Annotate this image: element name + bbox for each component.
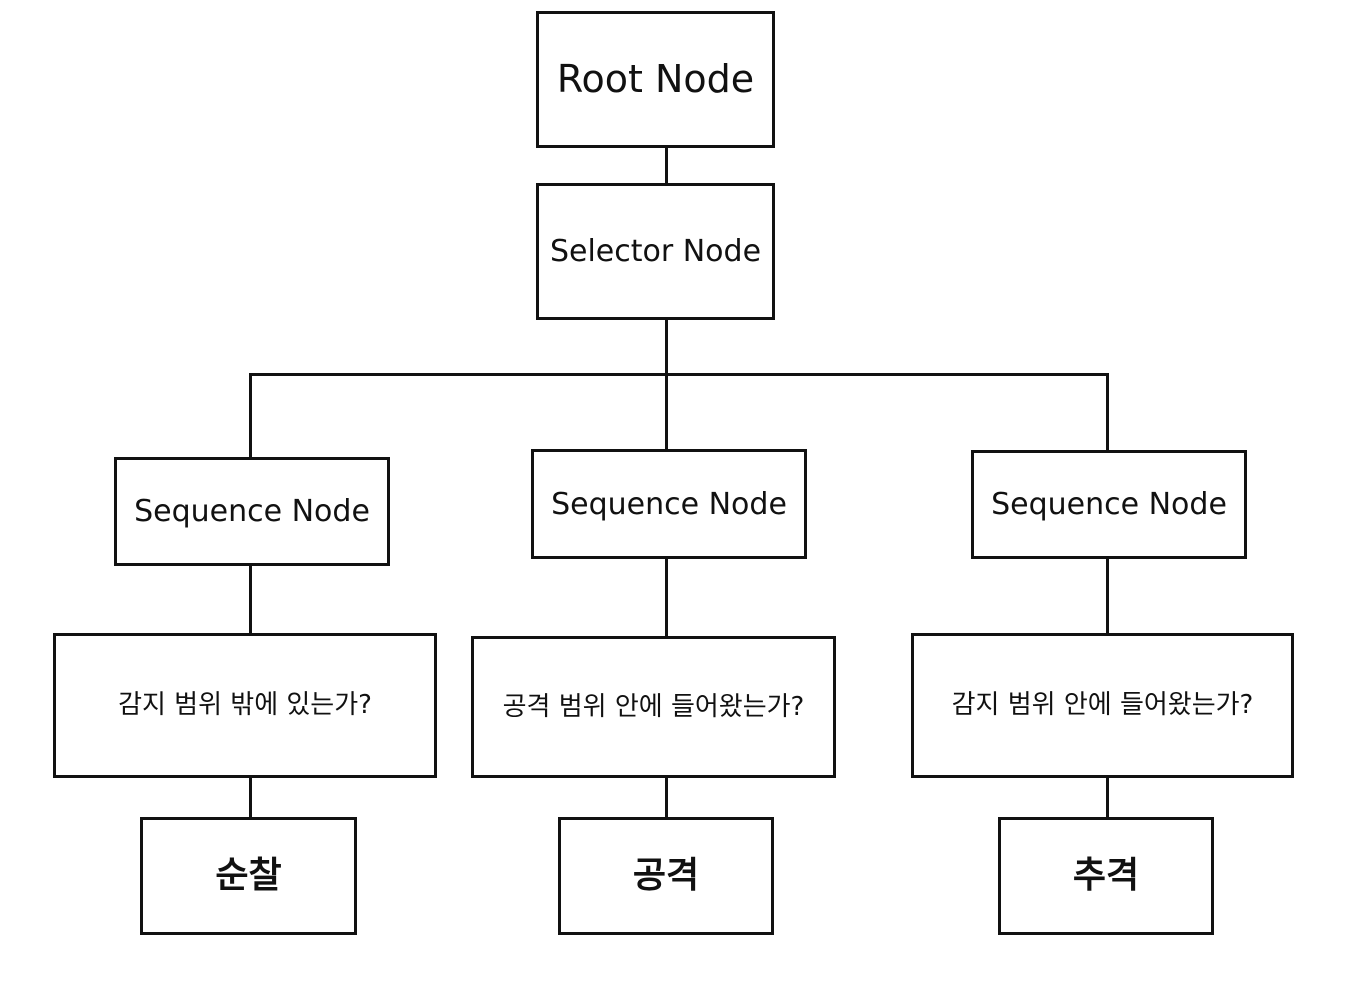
sequence-node-middle: Sequence Node	[531, 449, 807, 559]
condition-node-out-of-detection-range: 감지 범위 밖에 있는가?	[53, 633, 437, 778]
action-node-chase: 추격	[998, 817, 1214, 935]
condition-node-in-detection-range: 감지 범위 안에 들어왔는가?	[911, 633, 1294, 778]
sequence-node-label: Sequence Node	[134, 494, 370, 529]
connector-selector-bus	[665, 320, 668, 376]
connector-bus-seq-middle	[665, 373, 668, 449]
root-node: Root Node	[536, 11, 775, 148]
condition-node-label: 공격 범위 안에 들어왔는가?	[502, 691, 805, 722]
connector-seq-cond-middle	[665, 559, 668, 636]
sequence-node-label: Sequence Node	[991, 487, 1227, 522]
action-node-label: 추격	[1072, 855, 1140, 897]
connector-root-selector	[665, 148, 668, 183]
connector-cond-act-right	[1106, 778, 1109, 817]
sequence-node-label: Sequence Node	[551, 486, 787, 522]
sequence-node-right: Sequence Node	[971, 450, 1247, 559]
sequence-node-left: Sequence Node	[114, 457, 390, 566]
action-node-patrol: 순찰	[140, 817, 357, 935]
condition-node-label: 감지 범위 안에 들어왔는가?	[951, 690, 1254, 721]
connector-cond-act-middle	[665, 778, 668, 817]
action-node-label: 공격	[632, 855, 700, 897]
connector-cond-act-left	[249, 778, 252, 817]
condition-node-label: 감지 범위 밖에 있는가?	[118, 690, 372, 721]
connector-horizontal-bus	[249, 373, 1109, 376]
connector-seq-cond-left	[249, 566, 252, 633]
root-node-label: Root Node	[556, 56, 755, 101]
selector-node-label: Selector Node	[549, 234, 762, 269]
selector-node: Selector Node	[536, 183, 775, 320]
condition-node-in-attack-range: 공격 범위 안에 들어왔는가?	[471, 636, 836, 778]
connector-seq-cond-right	[1106, 559, 1109, 633]
connector-bus-seq-right	[1106, 373, 1109, 450]
action-node-attack: 공격	[558, 817, 774, 935]
connector-bus-seq-left	[249, 373, 252, 457]
action-node-label: 순찰	[215, 855, 282, 897]
